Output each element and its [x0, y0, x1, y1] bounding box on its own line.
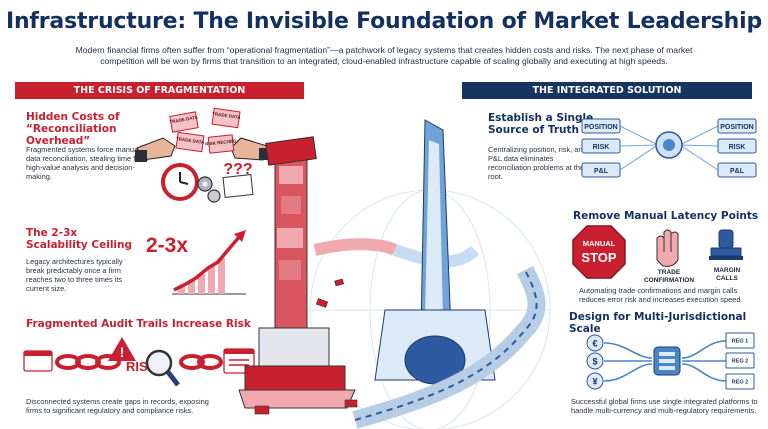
reg-2-label: REG 2: [732, 359, 749, 365]
growth-chart-illustration: 2-3x: [146, 230, 246, 295]
hidden-costs-title-line1: Hidden Costs of: [26, 111, 120, 123]
reg-docs: REG 1 REG 2 REG 2: [725, 332, 755, 390]
trade-data-doc-3: TRADE DATA: [175, 131, 206, 153]
growth-arrow: [173, 234, 242, 292]
multi-jurisdiction-body: Successful global firms use single integ…: [571, 397, 758, 415]
currency-icons: € $ ¥: [586, 334, 604, 390]
hub-left-risk: RISK: [593, 144, 610, 151]
single-source-title-line1: Establish a Single: [488, 112, 594, 124]
multiplier-text: 2-3x: [146, 234, 188, 257]
scalability-heading: The 2-3x Scalability Ceiling: [26, 227, 146, 251]
hub-left-position: POSITION: [584, 124, 617, 131]
multi-jurisdiction-heading: Design for Multi-Jurisdictional Scale: [569, 311, 747, 335]
single-source-hub-diagram: POSITION RISK P&L POSITION RISK P&L: [581, 118, 757, 178]
hidden-costs-body: Fragmented systems force manual data rec…: [26, 145, 149, 181]
warning-icon: [108, 337, 136, 361]
multi-jurisdiction-diagram: € $ ¥ REG 1 REG 2 REG 2: [586, 332, 755, 390]
warning-mark: !: [120, 344, 125, 360]
page-subtitle: Modern financial firms often suffer from…: [75, 45, 693, 66]
trade-data-doc-1: TRADE DATA: [169, 111, 199, 133]
latency-body: Automating trade confirmations and margi…: [579, 286, 743, 304]
central-illustration: [238, 119, 551, 429]
single-source-body: Centralizing position, risk, and P&L dat…: [488, 145, 587, 181]
confirmation-label: CONFIRMATION: [644, 277, 694, 284]
margin-label: MARGIN: [714, 267, 741, 274]
stop-sign-icon: [572, 225, 626, 279]
modern-tower: [374, 119, 496, 385]
scalability-body: Legacy architectures typically break pre…: [26, 257, 123, 293]
magnifier-icon: [145, 349, 173, 377]
reg-3-label: REG 2: [732, 380, 749, 386]
currency-dollar: $: [592, 357, 597, 367]
hub-left-pnl: P&L: [594, 168, 609, 175]
single-source-heading: Establish a Single Source of Truth: [488, 112, 608, 136]
hub-right-risk: RISK: [729, 144, 746, 151]
stop-sign-stop: STOP: [581, 250, 616, 265]
stop-sign-manual: MANUAL: [583, 239, 616, 248]
scalability-title-line2: Scalability Ceiling: [26, 239, 133, 251]
currency-yen: ¥: [592, 377, 597, 387]
broken-red-pipe: [313, 238, 398, 256]
audit-trails-body: Disconnected systems create gaps in reco…: [26, 397, 209, 415]
single-source-title-line2: Source of Truth: [488, 124, 580, 136]
crisis-banner: THE CRISIS OF FRAGMENTATION: [15, 82, 304, 99]
hub-right-pnl: P&L: [730, 168, 745, 175]
audit-trails-heading: Fragmented Audit Trails Increase Risk: [26, 318, 251, 330]
question-marks: ???: [223, 161, 252, 178]
hub-right-labels: POSITION RISK P&L: [717, 118, 757, 178]
hand-icon: [656, 229, 679, 267]
scalability-title-line1: The 2-3x: [26, 227, 78, 239]
hub-right-position: POSITION: [720, 124, 753, 131]
gear-icon-small: [207, 189, 221, 203]
reg-1-label: REG 1: [732, 339, 749, 345]
question-paper: [222, 174, 254, 198]
clock-gears-illustration: ???: [161, 161, 254, 203]
solution-banner: THE INTEGRATED SOLUTION: [462, 82, 752, 99]
trade-data-text-2: TRADE DATA: [212, 111, 242, 120]
risk-record-text: RISK RECORD: [205, 138, 238, 146]
manual-latency-illustration: MANUAL STOP TRADE CONFIRMATION MARGIN CA…: [572, 225, 743, 284]
trade-label: TRADE: [658, 269, 681, 276]
risk-record-doc: RISK RECORD: [205, 134, 238, 154]
trade-data-doc-2: TRADE DATA: [211, 107, 242, 129]
debris: [254, 278, 358, 415]
page-title: Infrastructure: The Invisible Foundation…: [5, 9, 763, 34]
hidden-costs-heading: Hidden Costs of “Reconciliation Overhead…: [26, 111, 166, 147]
currency-euro: €: [592, 339, 597, 349]
trade-data-text-1: TRADE DATA: [169, 114, 199, 124]
latency-heading: Remove Manual Latency Points: [573, 210, 759, 222]
hidden-costs-title-line2: “Reconciliation Overhead”: [26, 123, 117, 147]
crumbling-tower: [238, 136, 356, 409]
hands-documents-illustration: TRADE DATA TRADE DATA TRADE DATA RISK RE…: [135, 107, 271, 162]
calls-label: CALLS: [716, 275, 738, 282]
stamp-icon: [709, 229, 743, 260]
hub-left-labels: POSITION RISK P&L: [581, 118, 621, 178]
trade-data-text-3: TRADE DATA: [176, 136, 206, 145]
